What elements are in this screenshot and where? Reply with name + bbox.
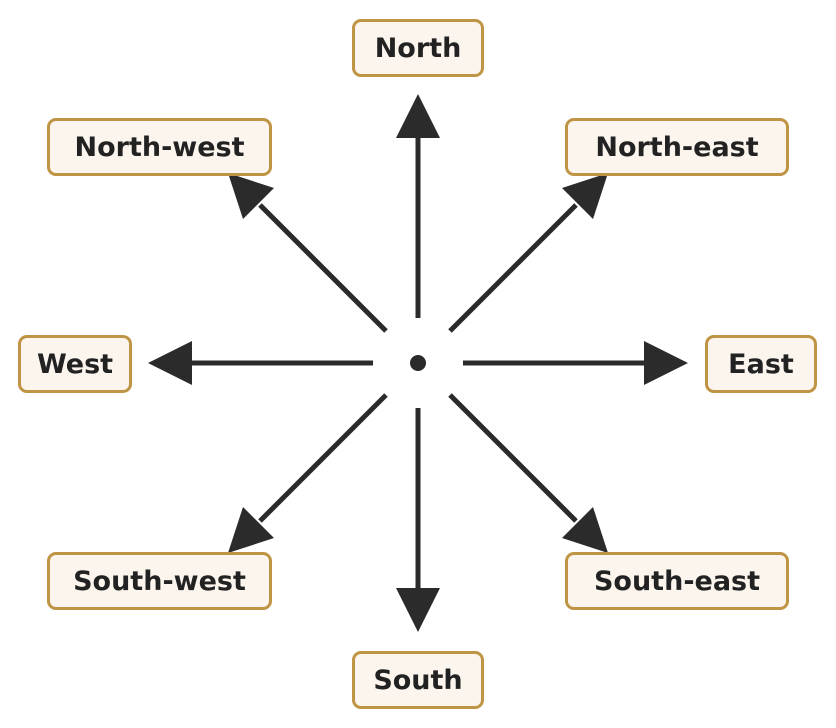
label-north-west: North-west xyxy=(47,118,272,176)
center-dot xyxy=(410,355,426,371)
label-east-text: East xyxy=(728,348,794,380)
arrow-south-head xyxy=(396,588,440,632)
label-north: North xyxy=(352,19,484,77)
label-east: East xyxy=(705,335,817,393)
label-west: West xyxy=(18,335,132,393)
label-south-east: South-east xyxy=(565,552,789,610)
arrow-southwest-head xyxy=(228,507,274,553)
label-north-text: North xyxy=(374,32,462,64)
label-south-text: South xyxy=(373,664,463,696)
arrow-north-head xyxy=(396,94,440,138)
arrow-southwest-shaft xyxy=(258,393,388,523)
label-west-text: West xyxy=(36,348,114,380)
label-north-east-text: North-east xyxy=(595,131,759,163)
label-north-west-text: North-west xyxy=(74,131,245,163)
label-south: South xyxy=(352,651,484,709)
arrow-southeast-shaft xyxy=(448,393,578,523)
label-south-west-text: South-west xyxy=(73,565,246,597)
arrow-northwest-head xyxy=(228,173,274,219)
arrow-east-head xyxy=(644,341,688,385)
label-south-west: South-west xyxy=(47,552,272,610)
label-north-east: North-east xyxy=(565,118,789,176)
label-south-east-text: South-east xyxy=(593,565,761,597)
arrow-west-head xyxy=(148,341,192,385)
arrow-northwest-shaft xyxy=(258,203,388,333)
arrow-northeast-shaft xyxy=(448,203,578,333)
arrow-southeast-head xyxy=(562,507,608,553)
arrow-northeast-head xyxy=(562,173,608,219)
